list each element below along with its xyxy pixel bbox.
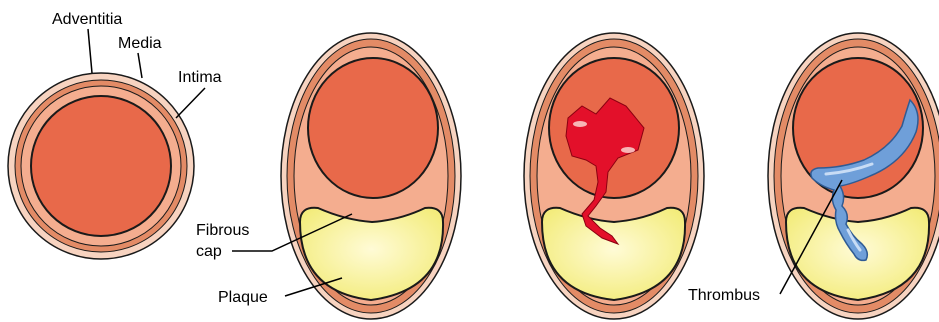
label-fibrous-cap-line1: Fibrous (196, 222, 249, 239)
label-media: Media (118, 35, 162, 52)
leader-intima (176, 88, 205, 118)
leader-media (138, 53, 142, 78)
lumen (31, 96, 171, 236)
label-fibrous-cap-line2: cap (196, 243, 222, 260)
label-intima: Intima (178, 69, 222, 86)
clot-highlight (621, 147, 635, 153)
normal-artery (8, 73, 194, 259)
leader-adventitia (88, 29, 92, 73)
label-thrombus: Thrombus (688, 287, 760, 304)
artery-with-thrombus (768, 33, 939, 319)
lumen (308, 58, 438, 198)
label-plaque: Plaque (218, 289, 268, 306)
artery-with-plaque (281, 33, 461, 319)
artery-with-rupture (524, 33, 704, 319)
label-adventitia: Adventitia (52, 11, 122, 28)
clot-highlight (573, 121, 587, 127)
